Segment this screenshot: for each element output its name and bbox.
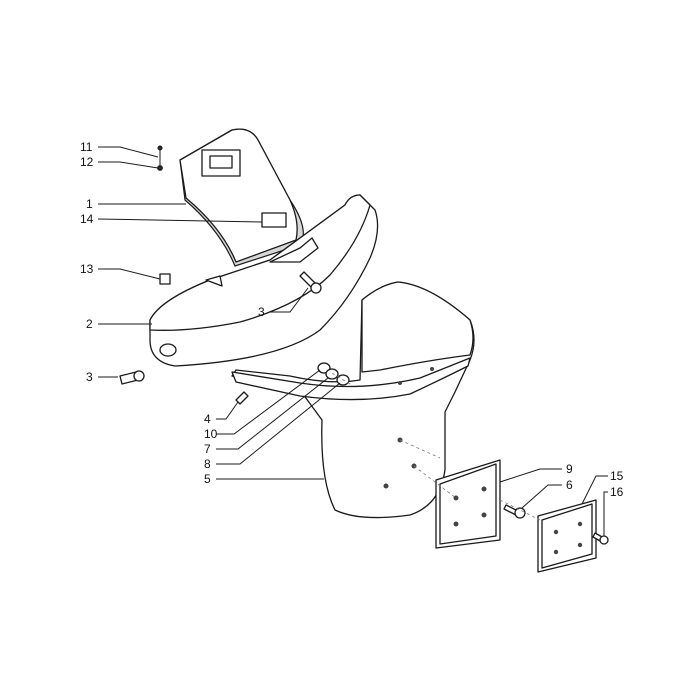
callout-15: 15 xyxy=(610,469,624,483)
callout-12: 12 xyxy=(80,155,94,169)
callout-14: 14 xyxy=(80,212,94,226)
callout-8: 8 xyxy=(204,457,211,471)
callout-11: 11 xyxy=(80,140,93,154)
bolt-4-part xyxy=(235,391,249,405)
bolt-3-upper-part xyxy=(299,271,322,294)
callout-9: 9 xyxy=(566,462,573,476)
callout-7: 7 xyxy=(204,442,211,456)
lower-cover-part xyxy=(149,194,379,367)
rubber-flap-part xyxy=(435,459,501,549)
callout-3-lower: 3 xyxy=(86,370,93,384)
bolt-16-part xyxy=(592,532,609,545)
callout-3-upper: 3 xyxy=(258,305,265,319)
mudguard-body-part xyxy=(231,281,475,519)
callout-1: 1 xyxy=(86,197,93,211)
small-bolt-11-part xyxy=(157,145,163,171)
washers-part xyxy=(317,362,350,386)
assembly-dashed-lines xyxy=(329,371,541,521)
leader-lines xyxy=(97,146,608,536)
callout-2: 2 xyxy=(86,317,93,331)
bolt-3-lower-part xyxy=(119,370,145,385)
callout-5: 5 xyxy=(204,472,211,486)
upper-cover-part xyxy=(179,128,304,267)
callout-labels: 11 12 1 14 13 2 3 3 4 10 7 8 5 9 6 15 16 xyxy=(80,140,624,499)
callout-13: 13 xyxy=(80,262,94,276)
plate-15-part xyxy=(537,499,597,573)
callout-6: 6 xyxy=(566,478,573,492)
clip-13-part xyxy=(159,273,171,285)
bolt-6-part xyxy=(503,504,526,519)
callout-4: 4 xyxy=(204,412,211,426)
callout-16: 16 xyxy=(610,485,624,499)
callout-10: 10 xyxy=(204,427,218,441)
